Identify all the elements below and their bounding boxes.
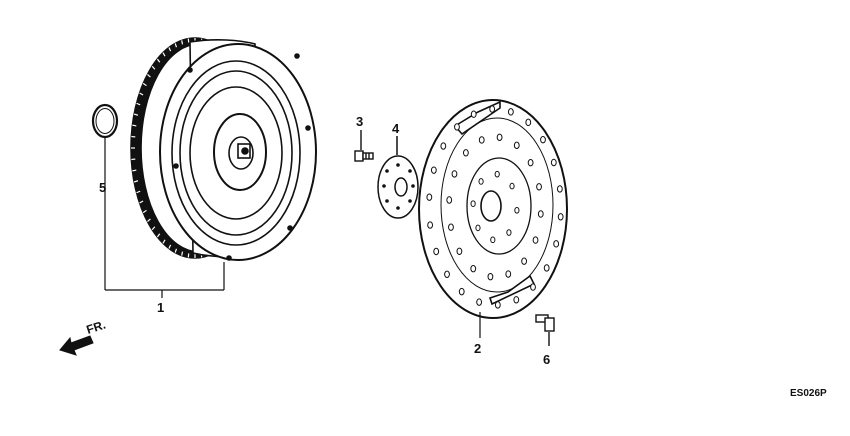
- gear-tooth: [168, 244, 172, 249]
- gear-tooth: [136, 190, 141, 194]
- gear-tooth: [136, 102, 141, 106]
- plate-hole: [509, 182, 515, 190]
- gear-tooth: [142, 82, 147, 87]
- plate-hole: [540, 136, 546, 144]
- plate-hole: [513, 141, 520, 150]
- gear-tooth: [151, 226, 156, 231]
- o-ring-icon[interactable]: [91, 103, 119, 139]
- plate-hole: [427, 221, 434, 229]
- plate-hole: [553, 240, 560, 248]
- plate-hole: [430, 166, 437, 174]
- gear-tooth: [162, 239, 166, 244]
- callout-1: 1: [157, 300, 164, 315]
- plate-hole: [478, 178, 484, 185]
- gear-tooth: [174, 248, 178, 253]
- plate-hole: [446, 196, 453, 204]
- plate-hole: [494, 301, 501, 309]
- callout-4: 4: [392, 121, 400, 136]
- drive-plate-icon[interactable]: [418, 99, 568, 319]
- plate-hole: [426, 193, 433, 201]
- gear-tooth: [139, 92, 144, 96]
- plate-hole: [462, 149, 469, 157]
- plate-hole: [543, 264, 550, 272]
- plate-hole: [550, 158, 557, 167]
- plate-hole: [521, 257, 528, 265]
- gear-tooth: [156, 58, 161, 63]
- leader-lines-1-5: [104, 138, 225, 298]
- direction-label: FR.: [85, 318, 108, 337]
- plate-hole: [505, 270, 512, 278]
- washer-plate-icon[interactable]: [377, 136, 419, 219]
- callout-3: 3: [356, 114, 363, 129]
- plate-hole: [506, 229, 512, 236]
- plate-hole: [532, 236, 539, 244]
- gear-tooth: [133, 113, 139, 116]
- plate-hole: [433, 247, 440, 256]
- callout-5: 5: [99, 180, 106, 195]
- callout-2: 2: [474, 341, 481, 356]
- gear-tooth: [139, 200, 144, 204]
- plate-hole: [536, 183, 542, 191]
- plate-hole: [527, 158, 534, 167]
- plate-hole: [489, 105, 496, 113]
- gear-tooth: [162, 52, 166, 57]
- gear-tooth: [133, 180, 139, 183]
- plate-hole: [454, 123, 460, 131]
- plate-hole: [470, 110, 477, 118]
- plate-hole: [557, 213, 564, 221]
- gear-tooth: [147, 73, 151, 78]
- plate-hole: [513, 296, 520, 304]
- plate-hole: [440, 142, 447, 150]
- plate-hole: [475, 224, 481, 232]
- plate-hole: [476, 298, 483, 306]
- gear-tooth: [132, 124, 137, 127]
- plate-hole: [478, 136, 485, 144]
- gear-tooth: [168, 47, 172, 52]
- front-direction-arrow: FR.: [59, 318, 108, 356]
- gear-tooth: [151, 65, 156, 70]
- callout-6: 6: [543, 352, 550, 367]
- plate-hole: [458, 287, 465, 296]
- bolt-icon[interactable]: [354, 130, 374, 162]
- plate-hole: [537, 210, 544, 218]
- plate-hole: [456, 247, 463, 256]
- bolt-icon[interactable]: [535, 314, 555, 346]
- plate-hole: [507, 108, 514, 116]
- plate-hole: [451, 170, 458, 178]
- plate-hole: [514, 206, 520, 214]
- gear-tooth: [156, 233, 161, 238]
- plate-hole: [444, 270, 450, 278]
- plate-hole: [525, 118, 532, 127]
- plate-hole: [448, 223, 454, 231]
- gear-tooth: [142, 209, 147, 214]
- gear-tooth: [132, 169, 137, 172]
- arrow-left-icon: [59, 335, 94, 356]
- gear-tooth: [181, 251, 184, 256]
- plate-hole: [490, 236, 496, 244]
- plate-hole: [470, 264, 477, 273]
- gear-tooth: [147, 218, 151, 223]
- plate-hole: [494, 170, 500, 178]
- plate-hole: [487, 272, 494, 281]
- diagram-code: ES026P: [790, 388, 827, 399]
- plate-hole: [530, 283, 536, 291]
- gear-tooth: [181, 40, 184, 45]
- plate-hole: [470, 200, 476, 208]
- plate-hole: [556, 185, 563, 193]
- torque-converter-icon[interactable]: [130, 37, 317, 261]
- plate-hole: [496, 133, 503, 142]
- gear-tooth: [174, 43, 178, 48]
